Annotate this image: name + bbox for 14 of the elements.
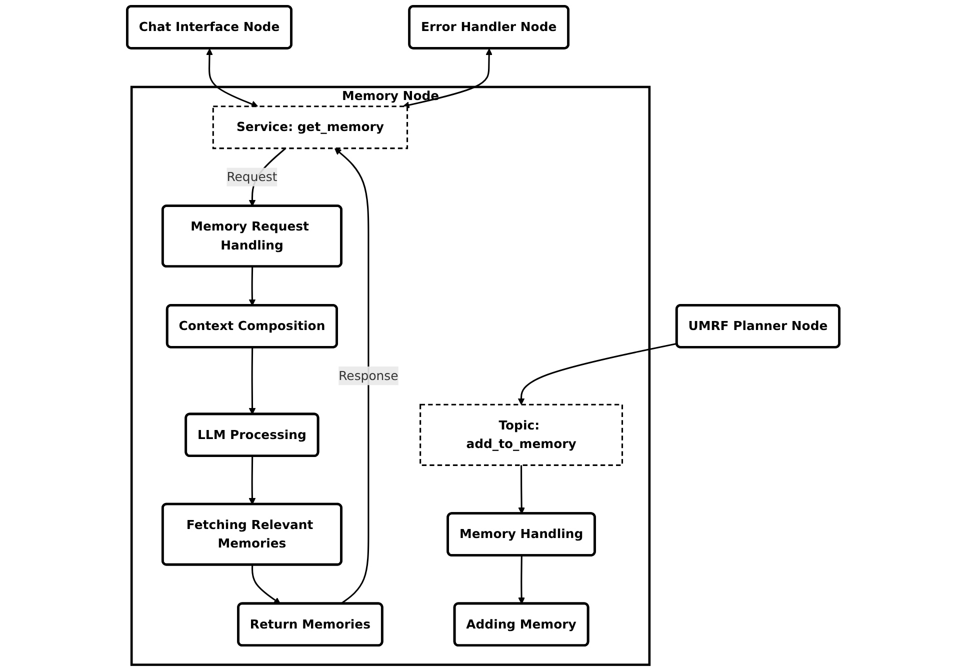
arrow — [334, 148, 370, 604]
edge-label: Request — [226, 169, 278, 184]
arrow — [252, 564, 281, 604]
arrow — [249, 348, 256, 415]
node-box: Topic: add_to_memory — [420, 404, 624, 466]
node-box: Service: get_memory — [212, 106, 408, 150]
arrow — [518, 556, 526, 604]
arrow — [518, 342, 678, 405]
arrow — [249, 456, 256, 505]
edge-label: Response — [338, 368, 399, 383]
arrow — [402, 48, 493, 108]
arrow — [518, 465, 526, 514]
arrow — [249, 266, 256, 306]
arrow — [206, 48, 258, 108]
